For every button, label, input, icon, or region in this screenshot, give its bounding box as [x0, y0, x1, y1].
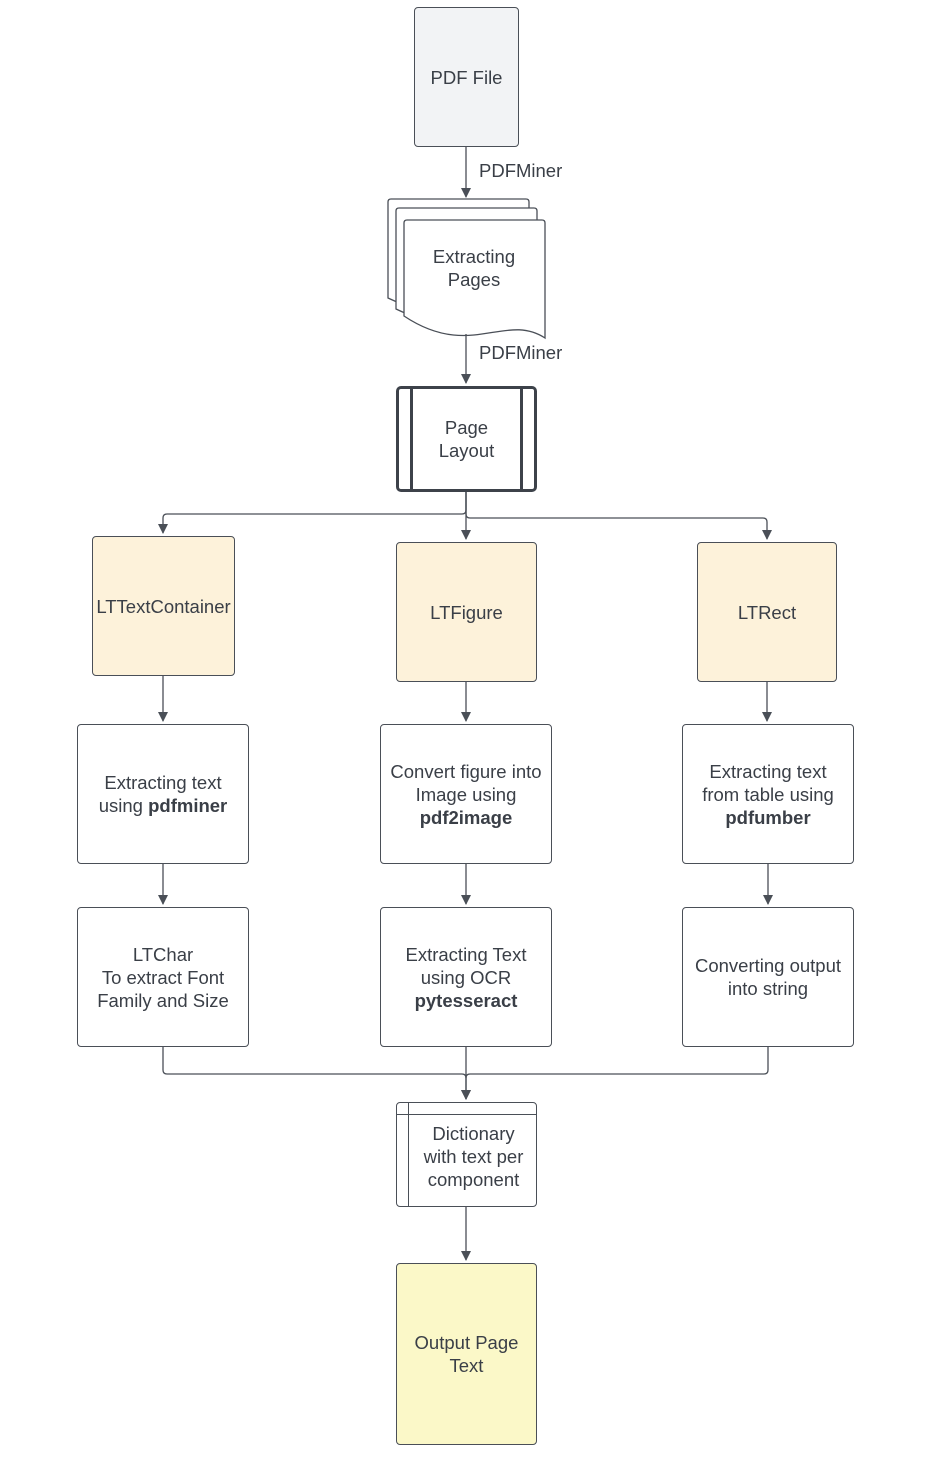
tool-name-pytesseract: pytesseract	[414, 989, 518, 1011]
page-stack-front	[403, 219, 546, 340]
node-lttextcontainer-label: LTTextContainer	[96, 595, 231, 617]
node-page-layout-label: Page Layout	[438, 417, 495, 461]
node-dictionary: Dictionary with text per component	[396, 1102, 537, 1207]
node-extract-text-pdfminer: Extracting text using pdfminer	[77, 724, 249, 864]
edge-label-pdfminer-2: PDFMiner	[477, 342, 565, 364]
tool-name-pdf2image: pdf2image	[419, 806, 513, 828]
edge-layout-to-rect	[465, 492, 772, 540]
node-ltfigure-label: LTFigure	[430, 601, 503, 623]
node-extract-text-pdfminer-label: Extracting text using pdfminer	[98, 772, 228, 816]
node-ltchar-label: LTChar To extract Font Family and Size	[97, 943, 229, 1011]
node-ltfigure: LTFigure	[396, 542, 537, 682]
node-ltchar: LTChar To extract Font Family and Size	[77, 907, 249, 1047]
node-pdf-file-label: PDF File	[430, 66, 503, 88]
tool-name-pdfminer: pdfminer	[148, 795, 228, 816]
node-output: Output Page Text	[396, 1263, 537, 1445]
edge-layout-to-textcontainer	[158, 492, 467, 534]
edge-ltchar-to-dictionary	[162, 1047, 471, 1100]
node-dictionary-label: Dictionary with text per component	[423, 1123, 524, 1190]
node-ltrect-label: LTRect	[737, 601, 797, 623]
node-lttextcontainer: LTTextContainer	[92, 536, 235, 676]
node-extracting-pages-label: Extracting Pages	[432, 246, 516, 290]
tool-name-pdfumber: pdfumber	[725, 806, 811, 828]
edge-label-pdfminer-1: PDFMiner	[477, 160, 565, 182]
node-convert-string-label: Converting output into string	[694, 955, 842, 999]
node-output-label: Output Page Text	[414, 1332, 519, 1376]
node-ltrect: LTRect	[697, 542, 837, 682]
node-convert-string: Converting output into string	[682, 907, 854, 1047]
node-pdf-file: PDF File	[414, 7, 519, 147]
node-page-layout: Page Layout	[396, 386, 537, 492]
edge-string-to-dictionary	[465, 1047, 769, 1079]
